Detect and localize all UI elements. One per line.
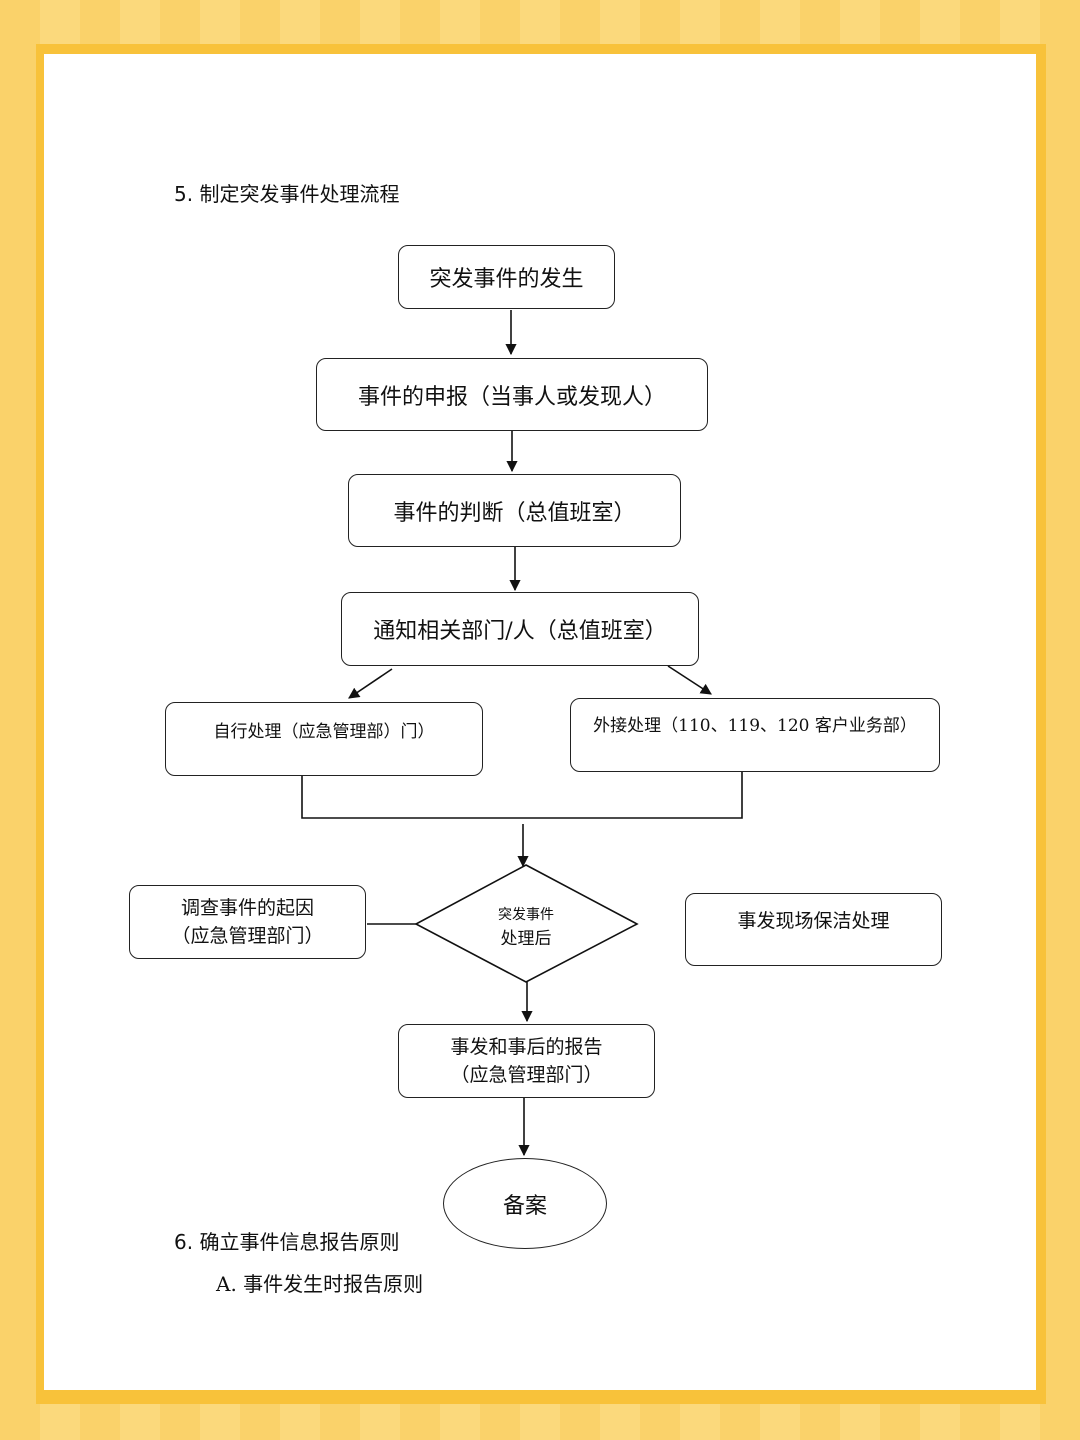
node-investigate-cause-line2: （应急管理部门）	[171, 925, 324, 947]
node-report-line1: 事发和事后的报告	[450, 1036, 603, 1058]
node-self-handling: 自行处理（应急管理部）门）	[165, 702, 483, 776]
node-external-handling: 外接处理（110、119、120 客户业务部）	[570, 698, 940, 772]
node-notify-departments-label: 通知相关部门/人（总值班室）	[373, 619, 667, 644]
node-external-handling-label: 外接处理（110、119、120 客户业务部）	[593, 716, 917, 736]
arrow-n4-n5	[348, 668, 393, 699]
node-investigate-cause: 调查事件的起因 （应急管理部门）	[129, 885, 366, 959]
subsection-a: A. 事件发生时报告原则	[216, 1272, 424, 1296]
merge-line	[301, 772, 743, 819]
node-report: 事发和事后的报告 （应急管理部门）	[398, 1024, 655, 1098]
decision-diamond-line2: 处理后	[500, 929, 552, 945]
node-incident-judgement-label: 事件的判断（总值班室）	[393, 500, 636, 526]
arrow-n4-n6	[667, 665, 712, 695]
node-incident-report: 事件的申报（当事人或发现人）	[316, 358, 708, 431]
decision-diamond	[414, 864, 639, 983]
node-incident-judgement: 事件的判断（总值班室）	[348, 474, 681, 547]
node-archive-label: 备案	[502, 1193, 547, 1219]
section-heading-5: 5. 制定突发事件处理流程	[174, 182, 400, 206]
node-incident-report-label: 事件的申报（当事人或发现人）	[357, 384, 666, 410]
node-site-cleanup-label: 事发现场保洁处理	[737, 910, 890, 932]
node-report-line2: （应急管理部门）	[450, 1064, 603, 1086]
decision-diamond-line1: 突发事件	[498, 907, 554, 923]
node-notify-departments: 通知相关部门/人（总值班室）	[341, 592, 699, 666]
node-self-handling-label: 自行处理（应急管理部）门）	[213, 722, 435, 742]
node-incident-occurs: 突发事件的发生	[398, 245, 615, 309]
node-site-cleanup: 事发现场保洁处理	[685, 893, 942, 966]
node-incident-occurs-label: 突发事件的发生	[429, 267, 584, 292]
section-heading-6: 6. 确立事件信息报告原则	[174, 1230, 400, 1254]
node-investigate-cause-line1: 调查事件的起因	[180, 897, 314, 919]
decision-diamond-label: 突发事件 处理后	[466, 903, 586, 945]
node-archive: 备案	[443, 1158, 607, 1249]
